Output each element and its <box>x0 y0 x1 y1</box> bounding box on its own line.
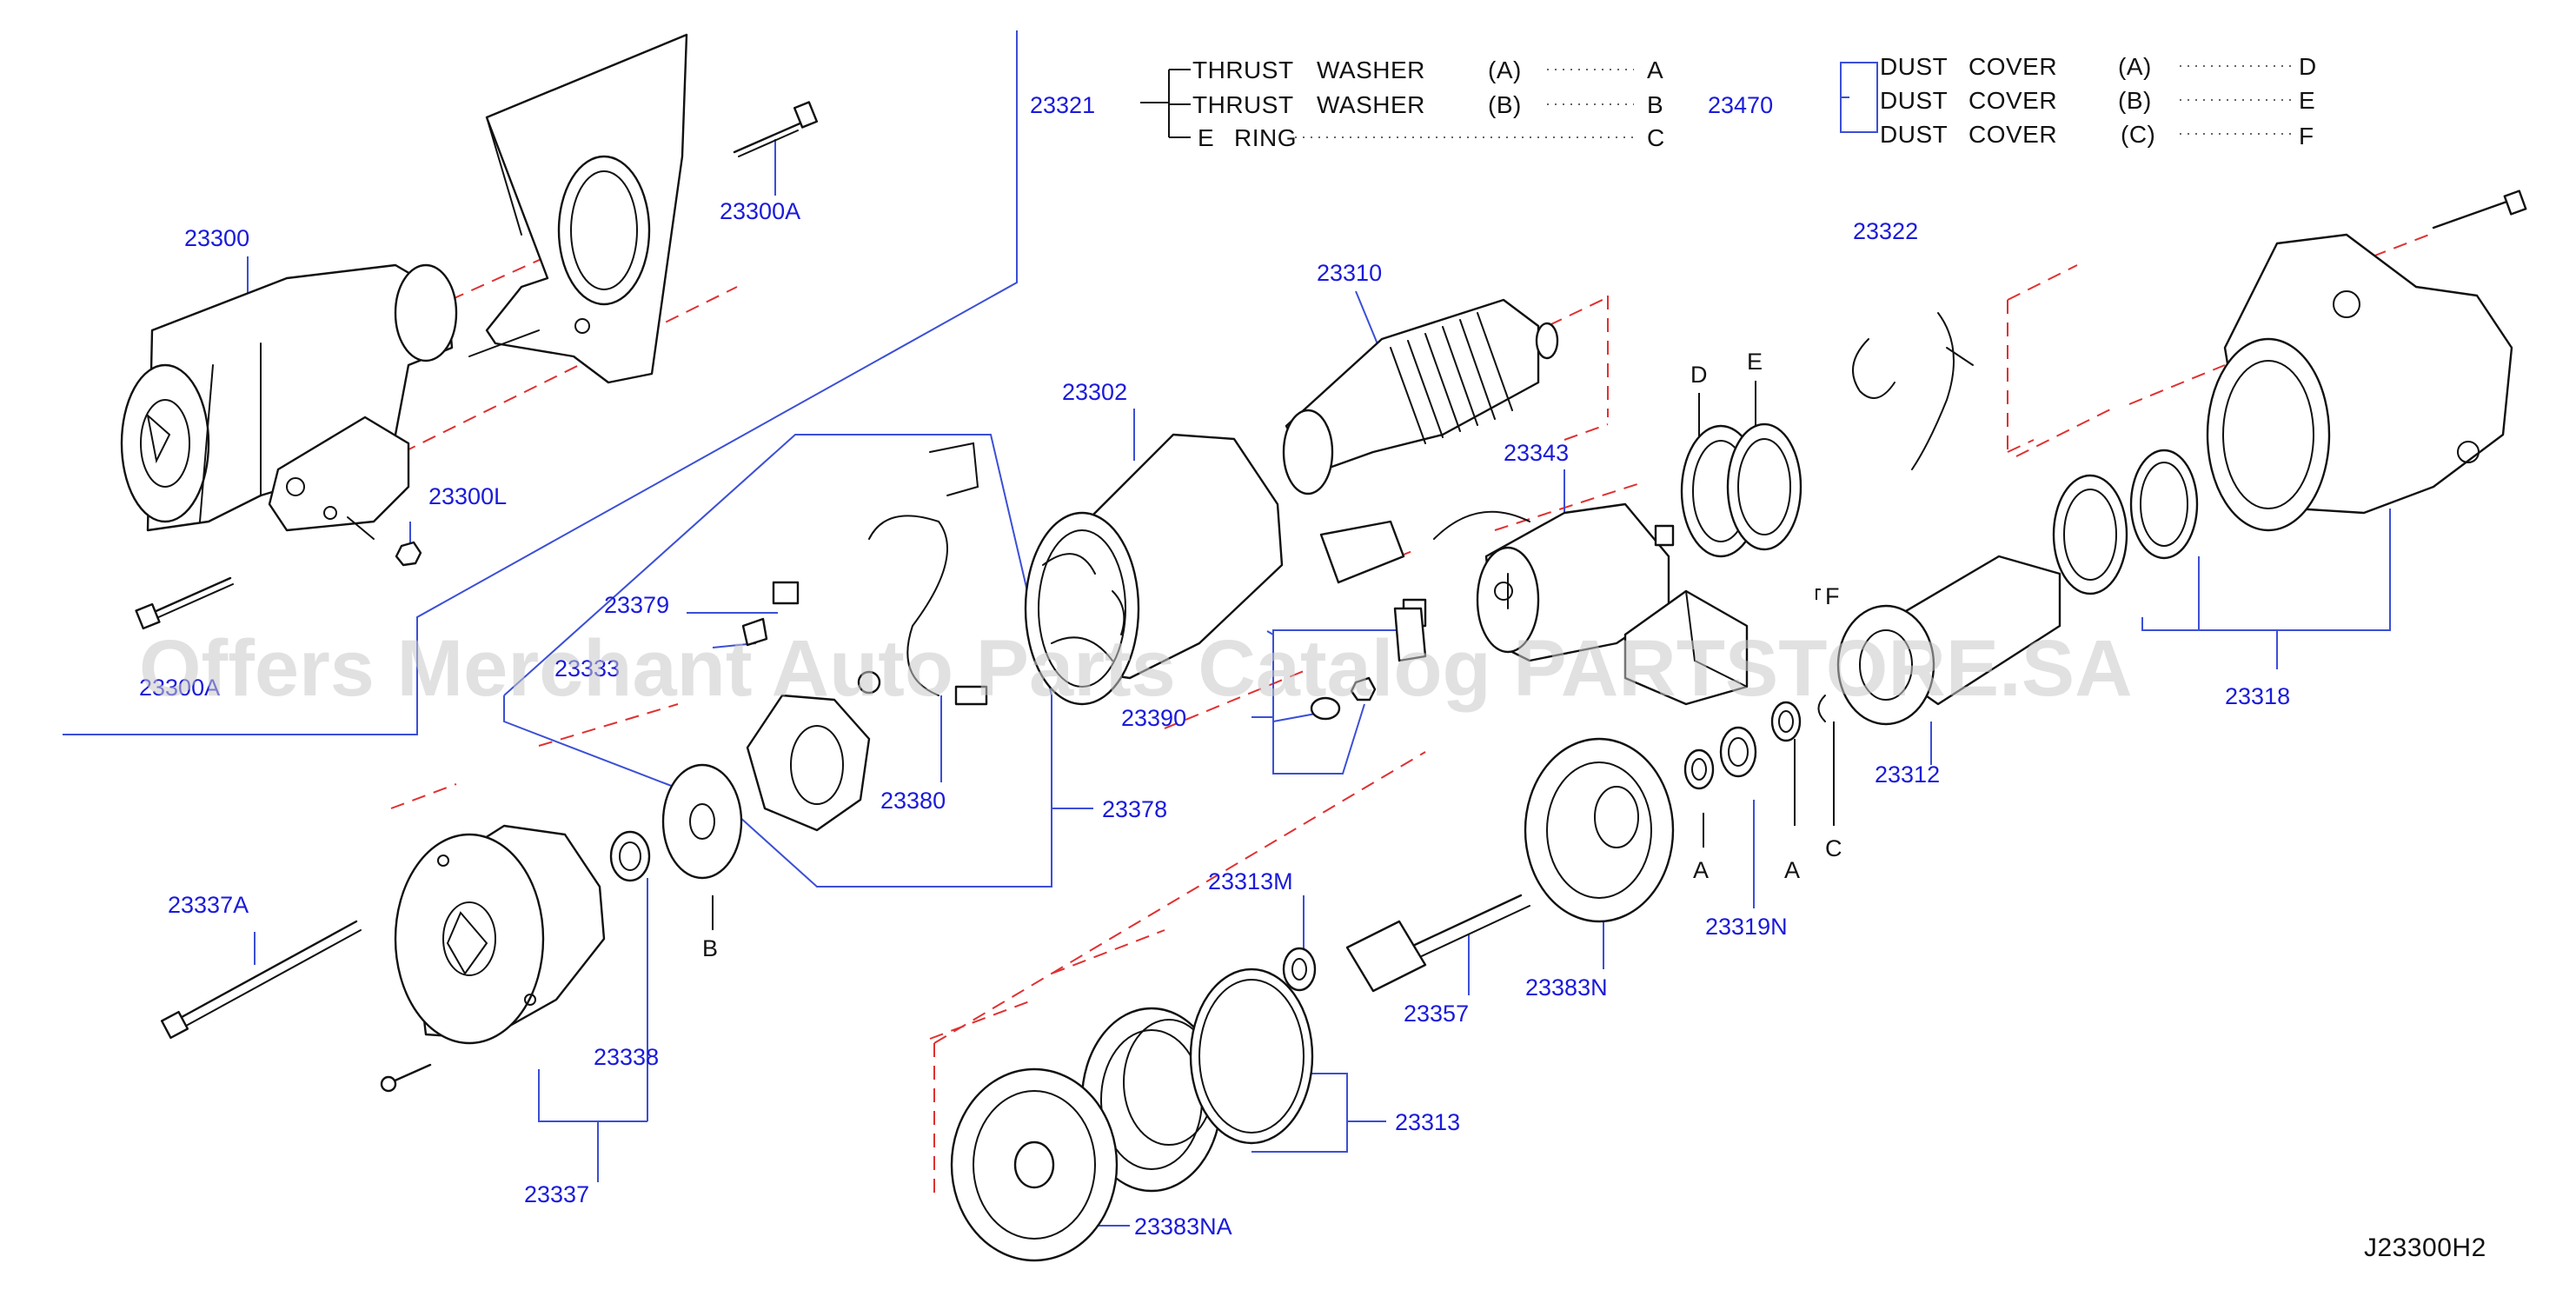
gasket-23313 <box>1189 968 1314 1145</box>
legend-row-1-key: A <box>1647 57 1663 83</box>
watermark-text: Offers Merchant Auto Parts Catalog PARTS… <box>139 624 2133 713</box>
cover-23383N <box>1524 737 1675 923</box>
legend-dust-row-1-name: DUST <box>1880 53 1948 80</box>
thrust-washer-B <box>661 763 743 880</box>
ring-large <box>2052 474 2128 595</box>
label-23319N: 23319N <box>1705 914 1788 940</box>
label-23318: 23318 <box>2225 683 2290 709</box>
label-23313: 23313 <box>1395 1109 1460 1135</box>
clips-23322 <box>1852 312 1974 470</box>
diagram-code: J23300H2 <box>2364 1233 2486 1262</box>
drive-housing-23318 <box>2206 233 2513 532</box>
label-23310: 23310 <box>1317 260 1382 286</box>
bushing-23338 <box>609 830 651 882</box>
label-23357: 23357 <box>1404 1001 1469 1027</box>
legend-row-1-word: WASHER <box>1317 57 1425 83</box>
label-23383N: 23383N <box>1525 974 1608 1001</box>
key-leaders <box>712 381 1835 930</box>
label-23322: 23322 <box>1853 218 1918 244</box>
label-23379: 23379 <box>604 592 669 618</box>
key-F: F <box>1825 583 1840 609</box>
legend-row-2-key: B <box>1647 91 1663 118</box>
label-23300A-lower: 23300A <box>139 675 220 701</box>
legend-dust-row-2-key: E <box>2299 87 2315 114</box>
yoke-23302 <box>1024 433 1284 706</box>
gear-shaft-23357 <box>1345 894 1530 993</box>
legend-row-2-word: WASHER <box>1317 91 1425 118</box>
legend-row-1-variant: (A) <box>1488 57 1522 83</box>
label-23380: 23380 <box>880 788 946 814</box>
plate-23383NA <box>950 1067 1119 1262</box>
legend-row-3-name: E <box>1198 124 1214 151</box>
legend-row-1-name: THRUST <box>1192 57 1294 83</box>
label-23378: 23378 <box>1102 796 1167 822</box>
legend-row-3-key: C <box>1647 124 1665 151</box>
legend-row-2-variant: (B) <box>1488 91 1522 118</box>
legend-thrust-ref: 23321 <box>1030 92 1095 118</box>
brush-holder-23378 <box>741 442 988 832</box>
label-23333: 23333 <box>554 655 620 682</box>
label-23300A-top: 23300A <box>720 198 800 224</box>
legend-dust-row-3-variant: (C) <box>2121 121 2155 148</box>
part-number-labels: 23300 23300A 23300L 23300A 23310 23302 2… <box>139 198 2290 1240</box>
legend-row-2-name: THRUST <box>1192 91 1294 118</box>
label-23300L: 23300L <box>428 483 507 509</box>
gear-23313M <box>1282 947 1317 992</box>
label-23313M: 23313M <box>1208 868 1293 894</box>
label-23300: 23300 <box>184 225 249 251</box>
ring-medium <box>2129 449 2199 560</box>
starter-assembly-23300 <box>120 263 458 540</box>
legend-dust-row-2-variant: (B) <box>2118 87 2152 114</box>
dust-cover-E <box>1726 422 1803 551</box>
label-23302: 23302 <box>1062 379 1127 405</box>
label-23338: 23338 <box>594 1044 659 1070</box>
label-23390: 23390 <box>1121 705 1186 731</box>
thrust-washer-A-1 <box>1683 748 1715 790</box>
nut-23300L <box>395 541 422 567</box>
solenoid-23343 <box>1319 502 1675 662</box>
legend-row-3-word: RING <box>1234 124 1297 151</box>
key-C: C <box>1825 835 1842 861</box>
legend-dust-row-1-key: D <box>2299 53 2317 80</box>
key-A-1: A <box>1693 857 1709 883</box>
screw-rear <box>380 1063 432 1093</box>
legend-dust-row-3-word: COVER <box>1969 121 2057 148</box>
through-bolt-23337A <box>160 920 362 1040</box>
bearing-23319N <box>1719 726 1757 778</box>
seal-parts-23390 <box>1310 607 1427 721</box>
label-23343: 23343 <box>1504 440 1569 466</box>
key-A-2: A <box>1784 857 1800 883</box>
label-23312: 23312 <box>1875 761 1940 788</box>
armature-23310 <box>1282 298 1559 495</box>
legend-dust-row-1-word: COVER <box>1969 53 2057 80</box>
label-23383NA: 23383NA <box>1134 1214 1232 1240</box>
label-23337: 23337 <box>524 1181 589 1207</box>
e-ring-C <box>1817 695 1826 722</box>
leader-lines <box>63 30 2391 1227</box>
legend-dust-row-1-variant: (A) <box>2118 53 2152 80</box>
thrust-washer-A-2 <box>1770 701 1802 742</box>
legend-dust-row-3-key: F <box>2299 123 2314 150</box>
rear-cover-23337 <box>394 824 606 1045</box>
bolt-housing <box>2432 190 2527 229</box>
bolt-23300A-lower <box>135 576 234 630</box>
engine-mount-plate <box>468 33 688 384</box>
key-D: D <box>1690 362 1708 388</box>
key-letter-labels: B A A C D E F <box>702 349 1842 961</box>
bolt-23300A-top <box>733 101 819 157</box>
legend-thrust-washer-block: 23321 THRUST WASHER (A) A THRUST WASHER … <box>1030 57 1665 151</box>
legend-dust-row-2-name: DUST <box>1880 87 1948 114</box>
label-23337A: 23337A <box>168 892 249 918</box>
clutch-23312 <box>1836 555 2061 726</box>
key-B: B <box>702 935 718 961</box>
legend-dust-ref: 23470 <box>1708 92 1773 118</box>
legend-dust-row-2-word: COVER <box>1969 87 2057 114</box>
legend-dust-cover-block: 23470 DUST COVER (A) D DUST COVER (B) E … <box>1708 53 2317 150</box>
key-E: E <box>1747 349 1763 375</box>
dust-cover-F <box>1623 589 1749 706</box>
legend-dust-row-3-name: DUST <box>1880 121 1948 148</box>
